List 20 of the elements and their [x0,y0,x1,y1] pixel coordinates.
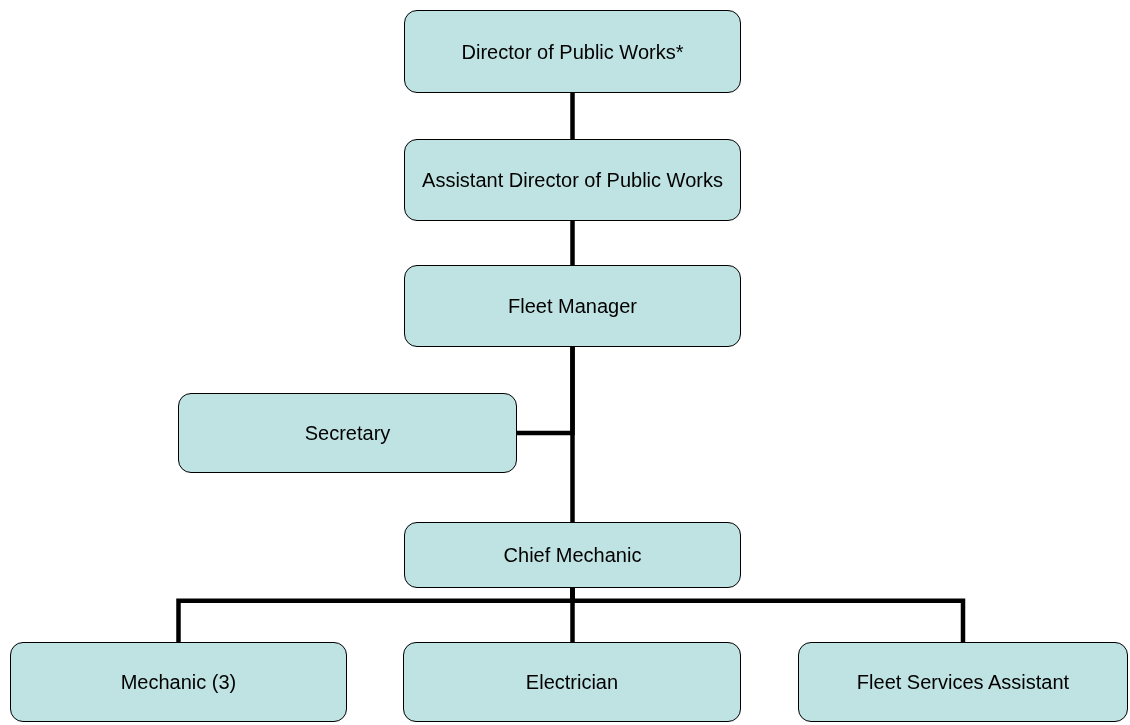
job-title: Secretary [304,421,391,445]
position-box [798,642,1128,722]
job-title: Mechanic (3) [120,670,237,694]
job-title: Fleet Services Assistant [856,670,1070,694]
connector-line [570,221,575,265]
position-box [404,522,741,588]
position-box [404,139,741,221]
position-box [404,10,741,93]
job-title: Electrician [525,670,619,694]
position-box [403,642,741,722]
connector-line [570,347,575,522]
job-title: Director of Public Works* [461,39,684,64]
connector-line [570,93,575,139]
position-box [178,393,517,473]
job-title: Fleet Manager [508,294,637,318]
job-title: Chief Mechanic [503,543,642,567]
position-box [404,265,741,347]
connector-line [570,588,966,642]
position-box [10,642,347,722]
job-title: Assistant Director of Public Works [422,168,723,192]
